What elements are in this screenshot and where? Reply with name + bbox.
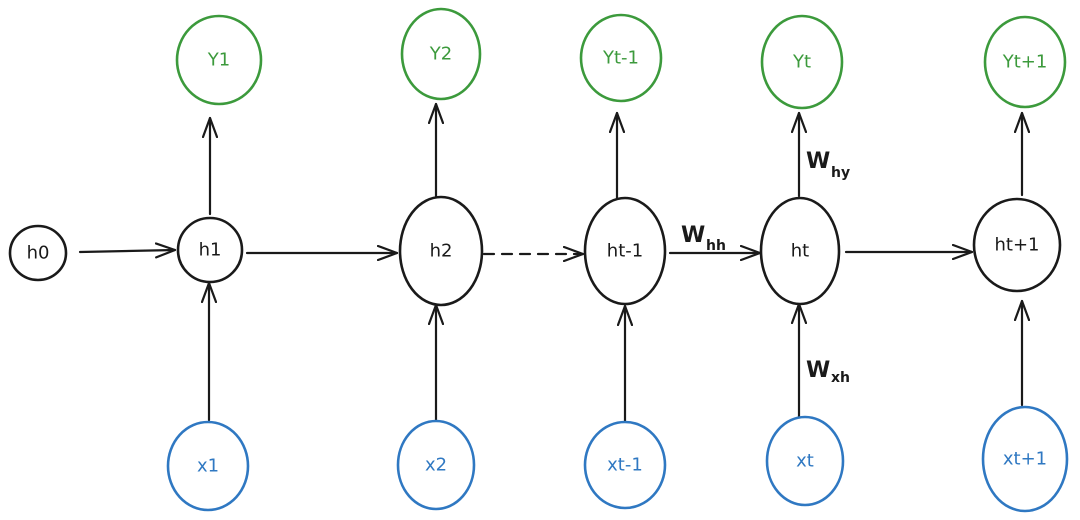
weight-label-why: W hy	[806, 149, 850, 181]
node-xt+1: xt+1	[981, 405, 1069, 513]
node-h1-label: h1	[199, 240, 222, 261]
node-x2: x2	[396, 419, 476, 511]
node-Y2-label: Y2	[429, 44, 452, 65]
node-Y2: Y2	[400, 7, 482, 101]
weight-wxh-main: W	[806, 358, 830, 383]
node-Y1: Y1	[175, 14, 263, 106]
node-Yt+1: Yt+1	[983, 15, 1067, 109]
node-x1: x1	[166, 420, 250, 512]
weight-wxh-sub: xh	[831, 370, 850, 386]
node-ht: ht	[759, 196, 841, 306]
node-x2-label: x2	[425, 455, 447, 476]
weight-label-whh: W hh	[681, 223, 726, 254]
weight-whh-main: W	[681, 223, 705, 248]
node-h0-label: h0	[27, 243, 50, 264]
node-xt-1-label: xt-1	[607, 455, 643, 476]
arrow-h0-h1	[78, 250, 177, 252]
node-Yt+1-label: Yt+1	[1002, 52, 1048, 73]
node-Y1-label: Y1	[207, 50, 230, 71]
weight-label-wxh: W xh	[806, 358, 850, 386]
node-ht+1-label: ht+1	[995, 235, 1040, 256]
node-x1-label: x1	[197, 456, 219, 477]
node-ht-1: ht-1	[583, 196, 667, 306]
node-h2: h2	[398, 195, 484, 307]
weight-why-main: W	[806, 149, 830, 174]
node-xt: xt	[765, 415, 845, 507]
node-xt+1-label: xt+1	[1003, 449, 1047, 470]
weight-why-sub: hy	[831, 165, 850, 181]
node-Yt: Yt	[760, 14, 844, 110]
node-h0: h0	[8, 224, 68, 282]
node-h2-label: h2	[430, 241, 453, 262]
node-ht+1: ht+1	[972, 197, 1062, 293]
node-xt-label: xt	[796, 451, 814, 472]
node-Yt-1: Yt-1	[579, 13, 663, 103]
node-Yt-1-label: Yt-1	[602, 48, 639, 69]
node-xt-1: xt-1	[583, 420, 667, 510]
weight-whh-sub: hh	[706, 238, 726, 254]
node-h1: h1	[176, 216, 244, 284]
node-ht-label: ht	[791, 241, 809, 262]
node-Yt-label: Yt	[792, 52, 811, 73]
node-ht-1-label: ht-1	[607, 241, 643, 262]
